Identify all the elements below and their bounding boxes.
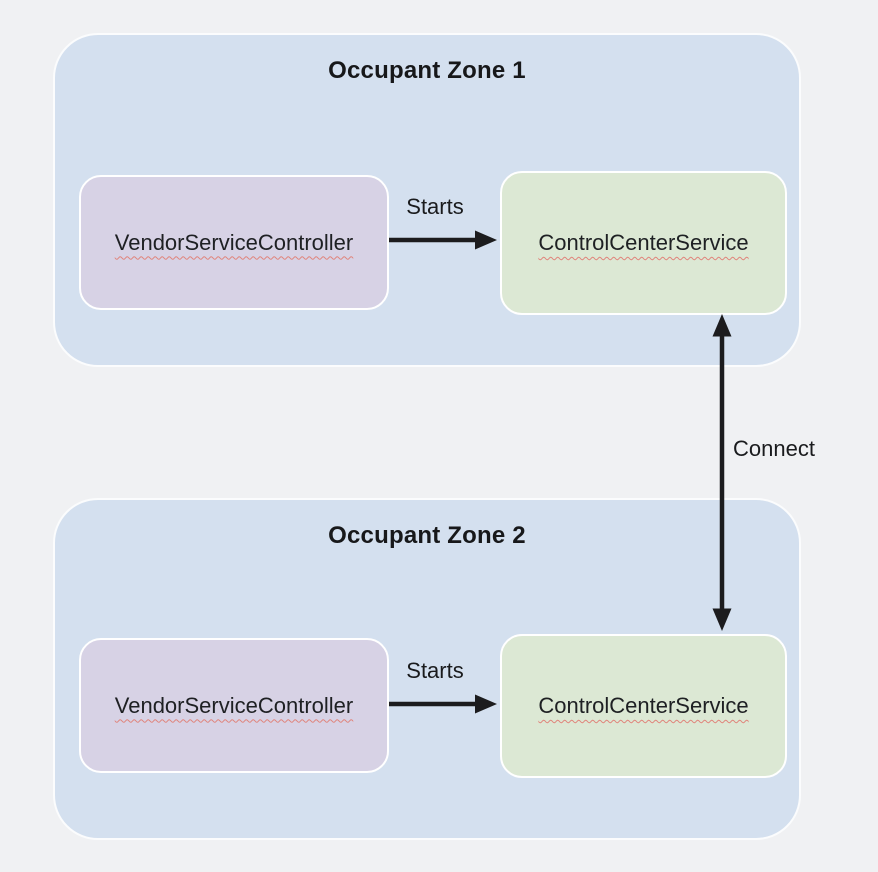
zone-2-control-center-service-node: ControlCenterService [500,634,787,778]
occupant-zone-1: Occupant Zone 1 VendorServiceController … [53,33,801,367]
zone-1-control-label: ControlCenterService [538,230,749,255]
occupant-zone-2: Occupant Zone 2 VendorServiceController … [53,498,801,840]
zone-1-vendor-service-controller-node: VendorServiceController [79,175,389,310]
zone-1-title: Occupant Zone 1 [328,57,526,84]
zone-2-vendor-label: VendorServiceController [114,692,354,718]
zone-1-vendor-label: VendorServiceController [114,229,354,255]
zone-2-starts-edge-label: Starts [406,658,464,683]
zone-2-title: Occupant Zone 2 [328,522,526,549]
zone-1-control-center-service-node: ControlCenterService [500,171,787,315]
zone-1-starts-edge-label: Starts [406,194,464,219]
zone-2-vendor-service-controller-node: VendorServiceController [79,638,389,773]
connect-edge-label: Connect [733,436,815,461]
zone-2-control-label: ControlCenterService [538,693,749,718]
